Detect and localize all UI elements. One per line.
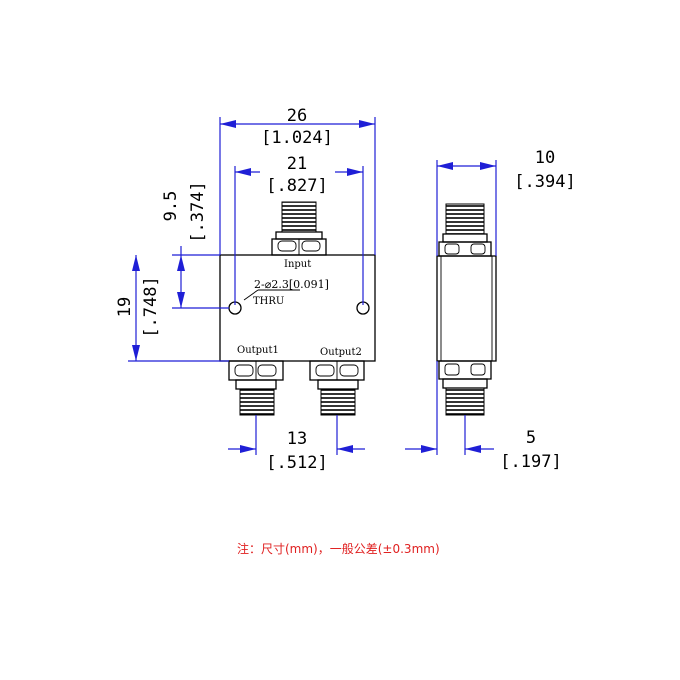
dimension-lines (128, 117, 497, 455)
dim-body-height-inch: [.748] (141, 276, 161, 337)
input-label: Input (284, 259, 311, 270)
dimension-text: 26 [1.024] 21 [.827] 10 [.394] 9.5 [.374… (115, 106, 576, 473)
dim-side-thickness-mm: 10 (535, 148, 555, 168)
dim-hole-height-inch: [.374] (188, 181, 208, 242)
output2-connector (309, 360, 365, 416)
dim-output-spacing-inch: [.512] (266, 453, 327, 473)
tolerance-note: 注：尺寸(mm)，一般公差(±0.3mm) (237, 541, 440, 556)
side-view (436, 203, 497, 416)
thru-label: THRU (253, 296, 284, 307)
dim-output-spacing-mm: 13 (287, 429, 307, 449)
dim-body-height-mm: 19 (115, 297, 135, 317)
hole-callout: 2-⌀2.3[0.091] (254, 278, 329, 291)
dim-connector-offset-mm: 5 (526, 428, 536, 448)
front-view: Input 2-⌀2.3[0.091] THRU Output1 Output2 (219, 201, 376, 416)
input-connector (271, 201, 327, 256)
output1-label: Output1 (237, 345, 279, 356)
output1-connector (228, 360, 284, 416)
side-body (436, 255, 497, 362)
output2-label: Output2 (320, 347, 362, 358)
dim-overall-width-mm: 26 (287, 106, 307, 126)
dim-input-spacing-mm: 21 (287, 154, 307, 174)
dim-input-spacing-inch: [.827] (266, 176, 327, 196)
dim-hole-height-mm: 9.5 (161, 191, 181, 222)
dim-connector-offset-inch: [.197] (500, 452, 561, 472)
dim-side-thickness-inch: [.394] (514, 172, 575, 192)
dim-overall-width-inch: [1.024] (261, 128, 333, 148)
